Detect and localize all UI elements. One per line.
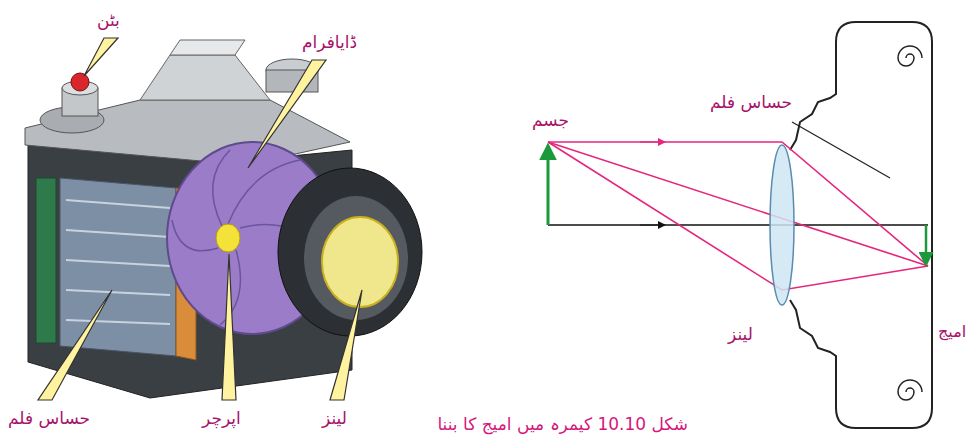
film-roll-top (898, 46, 922, 66)
film-area (60, 178, 176, 356)
diaphragm-pointer (248, 60, 326, 168)
film-pointer (38, 290, 112, 400)
lens-glass (322, 217, 398, 307)
principal-axis (548, 224, 928, 226)
button-label: بٹن (95, 6, 122, 34)
prism-top (170, 40, 245, 55)
ray-arrow (640, 142, 662, 143)
lens-ring (304, 196, 408, 320)
diaphragm-label: ڈایافرام (300, 28, 359, 56)
film-lines (66, 200, 170, 324)
lens-barrel (278, 168, 422, 336)
aperture-label: اپرچر (200, 404, 243, 432)
button-pointer (84, 38, 118, 76)
object-arrow (547, 146, 550, 225)
lens-label: لینز (726, 320, 755, 348)
convex-lens (770, 145, 794, 305)
film-canister (36, 178, 56, 343)
aperture-opening (216, 224, 240, 252)
image-label: امیج (936, 318, 968, 346)
light-ray (548, 142, 928, 266)
light-ray (548, 142, 928, 266)
film-roll-bottom (898, 380, 922, 400)
lens-label: لینز (320, 404, 349, 432)
prism-housing (140, 55, 270, 100)
camera-body (25, 40, 422, 398)
lens-pointer (330, 290, 362, 400)
film-leader-line (792, 122, 890, 178)
callout-pointers (38, 38, 362, 400)
image-arrow (925, 225, 928, 264)
axis-arrow (640, 225, 662, 226)
shutter-button (71, 73, 89, 91)
light-ray (548, 142, 928, 290)
film-label: حساس فلم (708, 88, 794, 116)
film-label: حساس فلم (6, 404, 92, 432)
ray-diagram (548, 22, 932, 428)
aperture-pointer (222, 254, 236, 400)
figure-caption: شکل 10.10 کیمرہ میں امیج کا بننا (435, 410, 690, 438)
object-label: جسم (530, 106, 571, 134)
